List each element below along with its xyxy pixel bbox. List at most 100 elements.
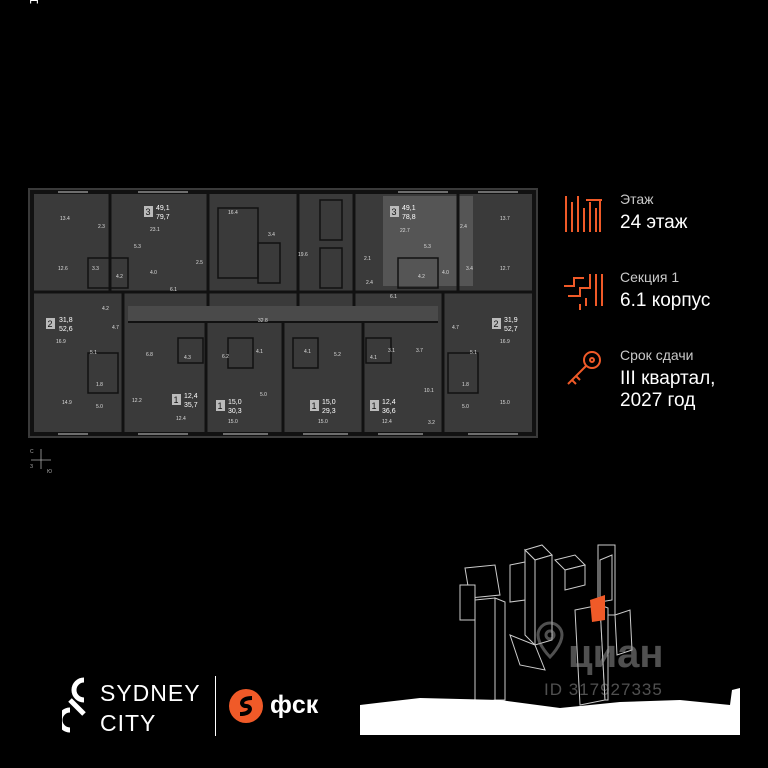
svg-text:5.0: 5.0	[260, 392, 267, 398]
svg-text:2.5: 2.5	[196, 260, 203, 266]
svg-text:12.2: 12.2	[132, 398, 142, 404]
svg-text:31,9: 31,9	[504, 317, 518, 324]
svg-text:52,7: 52,7	[504, 326, 518, 333]
svg-text:16.9: 16.9	[500, 339, 510, 345]
svg-text:49,1: 49,1	[402, 205, 416, 212]
svg-text:3.4: 3.4	[466, 266, 473, 272]
stairs-icon	[564, 274, 603, 310]
river-label: Р.МОСКВА	[375, 715, 415, 724]
svg-text:4.7: 4.7	[112, 325, 119, 331]
svg-text:35,7: 35,7	[184, 402, 198, 409]
svg-text:2: 2	[494, 319, 499, 329]
svg-text:3.2: 3.2	[428, 420, 435, 426]
svg-text:79,7: 79,7	[156, 214, 170, 221]
svg-text:22.7: 22.7	[400, 228, 410, 234]
svg-text:2.3: 2.3	[98, 224, 105, 230]
svg-text:5.3: 5.3	[134, 244, 141, 250]
section-info: Секция 1 6.1 корпус	[562, 268, 762, 326]
selected-building-highlight	[590, 595, 605, 622]
svg-text:13.7: 13.7	[500, 216, 510, 222]
svg-text:5.3: 5.3	[424, 244, 431, 250]
section-value: 6.1 корпус	[620, 290, 711, 311]
logo-line-1: SYDNEY	[100, 680, 201, 706]
svg-text:5.0: 5.0	[462, 404, 469, 410]
svg-text:1: 1	[312, 401, 317, 411]
floor-info: Этаж 24 этаж	[562, 190, 762, 248]
svg-text:12.4: 12.4	[176, 416, 186, 422]
svg-text:6.2: 6.2	[222, 354, 229, 360]
svg-text:15.0: 15.0	[318, 419, 328, 425]
svg-text:5.1: 5.1	[90, 350, 97, 356]
svg-text:4.0: 4.0	[150, 270, 157, 276]
svg-text:12,4: 12,4	[382, 399, 396, 406]
svg-text:4.3: 4.3	[184, 355, 191, 361]
svg-text:36,6: 36,6	[382, 408, 396, 415]
svg-text:5.2: 5.2	[334, 352, 341, 358]
svg-text:5.1: 5.1	[470, 350, 477, 356]
svg-text:13.4: 13.4	[60, 216, 70, 222]
svg-text:3.4: 3.4	[268, 232, 275, 238]
svg-text:32.8: 32.8	[258, 318, 268, 324]
svg-text:16.4: 16.4	[228, 210, 238, 216]
svg-text:31,8: 31,8	[59, 317, 73, 324]
svg-text:4.0: 4.0	[442, 270, 449, 276]
svg-text:4.2: 4.2	[418, 274, 425, 280]
svg-text:23.1: 23.1	[150, 227, 160, 233]
svg-text:Ю: Ю	[47, 469, 52, 474]
svg-text:12.4: 12.4	[382, 419, 392, 425]
top-edge-text: Д	[30, 0, 38, 4]
svg-text:15.0: 15.0	[500, 400, 510, 406]
fsk-logo: фск	[228, 686, 348, 726]
building-floors-icon	[565, 196, 602, 232]
svg-text:З: З	[30, 464, 33, 470]
svg-text:3.7: 3.7	[416, 348, 423, 354]
location-map	[360, 544, 740, 735]
svg-text:19.6: 19.6	[298, 252, 308, 258]
svg-text:16.9: 16.9	[56, 339, 66, 345]
compass-icon: С З Ю	[30, 449, 52, 474]
svg-text:78,8: 78,8	[402, 214, 416, 221]
section-label: Секция 1	[620, 269, 680, 285]
deadline-info: Срок сдачи III квартал, 2027 год	[562, 346, 762, 411]
svg-text:4.2: 4.2	[102, 306, 109, 312]
svg-text:4.2: 4.2	[116, 274, 123, 280]
svg-text:4.7: 4.7	[452, 325, 459, 331]
svg-text:3: 3	[146, 207, 151, 217]
svg-text:4.1: 4.1	[304, 349, 311, 355]
svg-text:6.1: 6.1	[170, 287, 177, 293]
svg-text:29,3: 29,3	[322, 408, 336, 415]
svg-text:15,0: 15,0	[322, 399, 336, 406]
key-icon	[567, 351, 601, 385]
svg-text:4.1: 4.1	[256, 349, 263, 355]
svg-text:1.8: 1.8	[462, 382, 469, 388]
svg-text:2.4: 2.4	[366, 280, 373, 286]
svg-text:1.8: 1.8	[96, 382, 103, 388]
svg-text:1: 1	[372, 401, 377, 411]
svg-text:10.1: 10.1	[424, 388, 434, 394]
svg-text:5.0: 5.0	[96, 404, 103, 410]
svg-text:30,3: 30,3	[228, 408, 242, 415]
svg-text:3: 3	[392, 207, 397, 217]
logo-separator	[215, 676, 216, 736]
svg-text:1: 1	[174, 395, 179, 405]
apt-total: 49,1	[156, 205, 170, 212]
fsk-text: фск	[270, 691, 319, 719]
deadline-value-1: III квартал,	[620, 368, 716, 389]
svg-text:15,0: 15,0	[228, 399, 242, 406]
floor-plan: 3 49,179,7 3 49,178,8 2 31,852,6 2 31,95…	[28, 188, 538, 438]
sydney-s-icon	[62, 677, 86, 733]
svg-text:14.9: 14.9	[62, 400, 72, 406]
deadline-label: Срок сдачи	[620, 347, 694, 363]
logo-line-2: CITY	[100, 710, 157, 736]
deadline-value-2: 2027 год	[620, 390, 696, 411]
svg-text:4.1: 4.1	[370, 355, 377, 361]
watermark-id: ID 317927335	[544, 680, 663, 699]
fsk-emblem-icon	[229, 689, 263, 723]
svg-text:6.1: 6.1	[390, 294, 397, 300]
svg-text:6.8: 6.8	[146, 352, 153, 358]
svg-text:52,6: 52,6	[59, 326, 73, 333]
svg-text:15.0: 15.0	[228, 419, 238, 425]
floor-value: 24 этаж	[620, 212, 688, 233]
svg-text:1: 1	[218, 401, 223, 411]
svg-text:3.1: 3.1	[388, 348, 395, 354]
